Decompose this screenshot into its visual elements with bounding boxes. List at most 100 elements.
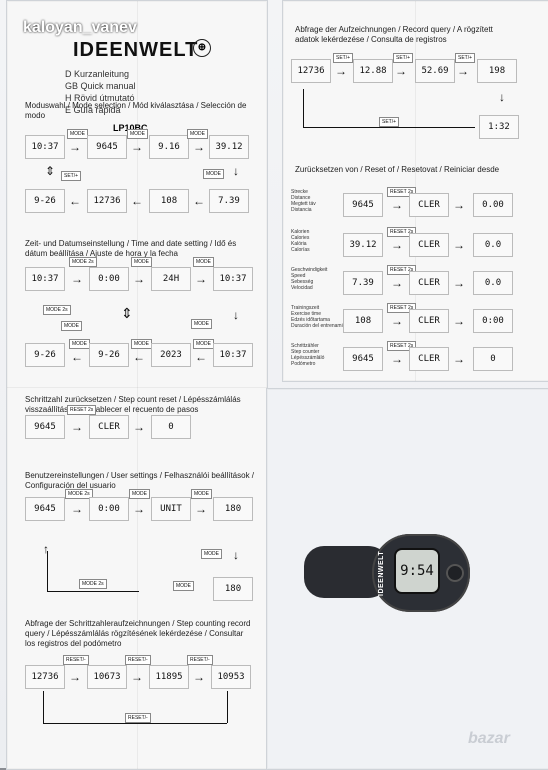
arrow-down-icon: ↓ <box>233 164 239 178</box>
arrow-right-icon: → <box>131 140 143 154</box>
display-top-3: 52.69 <box>415 59 455 83</box>
arrow-left-icon: ← <box>195 350 207 364</box>
reset2s-chip-5: RESET 2s <box>387 341 417 351</box>
display-time-7: 2023 <box>151 343 191 367</box>
mode2s-chip-user: MODE 2s <box>65 489 93 499</box>
arrow-right-icon: → <box>133 420 145 434</box>
reset-chip-2: RESET/- <box>125 655 151 665</box>
language-item-h: H Rövid útmutató <box>65 93 135 103</box>
display-reset-1: 9645 <box>25 415 65 439</box>
arrow-right-icon: → <box>131 670 143 684</box>
display-resetof-3a: 7.39 <box>343 271 383 295</box>
set-chip-top-1: SET/+ <box>333 53 354 63</box>
arrow-right-icon: → <box>71 502 83 516</box>
display-record-3: 11895 <box>149 665 189 689</box>
pedometer-body: IDEENWELT 9:54 <box>372 534 470 612</box>
record-loop-v-right <box>227 691 228 723</box>
display-resetof-2a: 39.12 <box>343 233 383 257</box>
reset-of-title: Zurücksetzen von / Reset of / Resetovat … <box>295 165 500 174</box>
arrow-left-icon: ← <box>131 194 143 208</box>
arrow-right-icon: → <box>391 198 403 212</box>
brand-title: IDEENWELT <box>73 39 199 61</box>
arrow-right-icon: → <box>391 238 403 252</box>
arrow-up-down-icon: ⇕ <box>45 164 56 178</box>
arrow-right-icon: → <box>453 314 465 328</box>
pedometer-device: IDEENWELT 9:54 <box>300 534 472 612</box>
arrow-left-icon: ← <box>71 350 83 364</box>
reset-chip-3: RESET/- <box>187 655 213 665</box>
arrow-right-icon: → <box>391 352 403 366</box>
mode-chip-8: MODE <box>191 319 212 329</box>
display-top-1: 12736 <box>291 59 331 83</box>
arrow-down-icon: ↓ <box>233 548 239 562</box>
display-resetof-5a: 9645 <box>343 347 383 371</box>
mode-chip-6: MODE <box>193 257 214 267</box>
loop-line-v <box>47 551 48 591</box>
language-list: D Kurzanleitung GB Quick manual H Rövid … <box>65 69 225 117</box>
mode2s-chip-left: MODE 2s <box>43 305 71 315</box>
user-settings-title: Benutzereinstellungen / User settings / … <box>25 471 255 490</box>
display-mode-3: 9.16 <box>149 135 189 159</box>
mode-chip-3: MODE <box>187 129 208 139</box>
reset2s-chip-2: RESET 2s <box>387 227 417 237</box>
fold-line-center <box>137 1 138 769</box>
mode-chip-7: MODE <box>61 321 82 331</box>
mode-section-title: Moduswahl / Mode selection / Mód kiválas… <box>25 101 247 120</box>
top-loop-line <box>303 127 475 128</box>
pedometer-button[interactable] <box>446 564 464 582</box>
arrow-right-icon: → <box>391 276 403 290</box>
display-mode-8: 7.39 <box>209 189 249 213</box>
display-mode-2: 9645 <box>87 135 127 159</box>
step-reset-title: Schrittzahl zurücksetzen / Step count re… <box>25 395 241 414</box>
display-resetof-4c: 0:00 <box>473 309 513 333</box>
arrow-down-icon: ↓ <box>233 308 239 322</box>
display-mode-1: 10:37 <box>25 135 65 159</box>
display-mode-6: 12736 <box>87 189 127 213</box>
language-item-d: D Kurzanleitung <box>65 69 130 79</box>
record-query-title: Abfrage der Schrittzahleraufzeichnungen … <box>25 619 251 648</box>
reset-chip-1: RESET/- <box>63 655 89 665</box>
top-loop-v <box>303 89 304 127</box>
pedometer-screen: 9:54 <box>394 548 440 594</box>
display-resetof-2c: 0.0 <box>473 233 513 257</box>
mode-chip-user-4: MODE <box>173 581 194 591</box>
mode-chip-1: MODE <box>67 129 88 139</box>
display-resetof-3b: CLER <box>409 271 449 295</box>
arrow-right-icon: → <box>133 502 145 516</box>
set-chip-top-4: SET/+ <box>379 117 400 127</box>
fold-line-left <box>7 387 267 388</box>
display-user-1: 9645 <box>25 497 65 521</box>
display-reset-2: CLER <box>89 415 129 439</box>
arrow-left-icon: ← <box>193 194 205 208</box>
reset-chip-4: RESET/- <box>125 713 151 723</box>
display-record-4: 10953 <box>211 665 251 689</box>
time-section-title: Zeit- und Datumseinstellung / Time and d… <box>25 239 237 258</box>
display-time-5: 9-26 <box>25 343 65 367</box>
display-top-4: 198 <box>477 59 517 83</box>
display-reset-3: 0 <box>151 415 191 439</box>
arrow-right-icon: → <box>69 670 81 684</box>
display-time-2: 0:00 <box>89 267 129 291</box>
language-item-gb: GB Quick manual <box>65 81 136 91</box>
arrow-down-icon: ↓ <box>499 90 505 104</box>
top-right-title: Abfrage der Aufzeichnungen / Record quer… <box>295 25 493 44</box>
display-mode-5: 9-26 <box>25 189 65 213</box>
arrow-right-icon: → <box>453 198 465 212</box>
manual-sheet-right-top: Abfrage der Aufzeichnungen / Record quer… <box>282 0 548 382</box>
arrow-up-icon: ↑ <box>43 542 49 556</box>
watermark: kaloyan_vanev <box>23 19 137 36</box>
display-time-8: 10:37 <box>213 343 253 367</box>
set-adjust-icon: ⇕ <box>121 305 133 321</box>
display-time-4: 10:37 <box>213 267 253 291</box>
arrow-right-icon: → <box>453 276 465 290</box>
mode-chip-5: MODE <box>131 257 152 267</box>
arrow-right-icon: → <box>457 64 469 78</box>
display-resetof-5c: 0 <box>473 347 513 371</box>
mode-chip-user-2: MODE <box>191 489 212 499</box>
site-watermark: bazar <box>468 730 510 747</box>
record-loop-line <box>43 723 227 724</box>
display-resetof-1c: 0.00 <box>473 193 513 217</box>
mode2s-chip: MODE 2s <box>69 257 97 267</box>
